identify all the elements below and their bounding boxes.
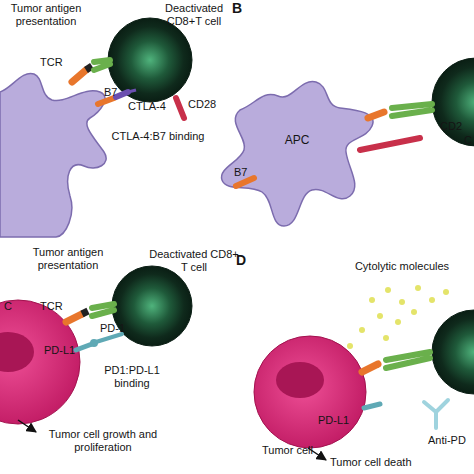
granule <box>399 299 405 305</box>
granule <box>377 313 383 319</box>
granule <box>385 287 391 293</box>
annotation-label: C <box>464 134 472 147</box>
mhc-molecule <box>66 314 82 322</box>
annotation-label: PD-L1 <box>318 414 349 427</box>
ctla4-molecule <box>116 92 128 97</box>
cd28-molecule <box>360 138 420 150</box>
annotation-label: Tumor antigen presentation <box>26 246 110 272</box>
annotation-label: CTLA-4 <box>128 100 166 113</box>
mhc-molecule <box>368 112 384 118</box>
annotation-label: Anti-PD <box>428 434 466 447</box>
cytolytic-granules <box>347 285 449 349</box>
antigen-peptide <box>82 311 88 314</box>
cell-label: APC <box>285 133 310 147</box>
tcr-molecule <box>92 304 114 316</box>
tcr-molecule <box>94 60 110 70</box>
mhc-molecule <box>72 70 86 82</box>
annotation-label: Deactivated CD8+T cell <box>148 2 240 28</box>
granule <box>347 343 353 349</box>
cell-node: APC <box>272 130 322 150</box>
t-cell <box>108 18 192 102</box>
pd1-molecule <box>96 334 122 342</box>
t-cell <box>432 58 474 146</box>
pdl1-molecule <box>76 344 92 350</box>
b7-molecule <box>98 98 114 104</box>
annotation-label: PD1:PD-L1 binding <box>92 364 172 390</box>
tcr-molecule <box>386 352 430 368</box>
panel-letter: B <box>232 0 242 16</box>
annotation-label: PD-L1 <box>44 344 75 357</box>
granule <box>415 285 421 291</box>
annotation-label: CD2 <box>440 120 462 133</box>
apc-cell <box>222 82 373 226</box>
growth-arrow <box>18 420 36 432</box>
annotation-label: Tumor cell death <box>330 456 412 469</box>
annotation-label: Tumor cell <box>262 444 313 457</box>
tcr-molecule <box>392 104 432 116</box>
cd28-molecule <box>176 98 184 118</box>
annotation-label: B7 <box>234 166 247 179</box>
tumor-nucleus <box>0 332 34 372</box>
annotation-label: Cytolytic molecules <box>342 260 462 273</box>
granule <box>443 289 449 295</box>
granule <box>359 327 365 333</box>
b7-molecule <box>236 178 254 186</box>
tumor-cell <box>254 336 366 448</box>
tumor-nucleus <box>276 362 324 398</box>
granule <box>369 297 375 303</box>
annotation-label: CTLA-4:B7 binding <box>98 130 218 143</box>
annotation-label: Deactivated CD8+ T cell <box>148 248 240 274</box>
annotation-label: CD28 <box>188 98 216 111</box>
annotation-label: TCR <box>40 56 63 69</box>
t-cell <box>432 310 474 394</box>
granule <box>383 335 389 341</box>
granule <box>395 319 401 325</box>
annotation-label: PD-1 <box>100 322 125 335</box>
pd1-head <box>90 339 98 347</box>
granule <box>429 297 435 303</box>
annotation-label: Tumor antigen presentation <box>4 2 88 28</box>
annotation-label: C <box>4 300 12 313</box>
annotation-label: TCR <box>40 300 63 313</box>
ctla4-stalk <box>128 90 136 92</box>
antibody <box>424 400 448 428</box>
pdl1-molecule <box>364 404 380 408</box>
mhc-molecule <box>362 364 378 372</box>
annotation-label: Tumor cell growth and proliferation <box>38 428 168 454</box>
apc-cell <box>0 73 106 237</box>
annotation-label: B7 <box>104 86 117 99</box>
granule <box>411 309 417 315</box>
